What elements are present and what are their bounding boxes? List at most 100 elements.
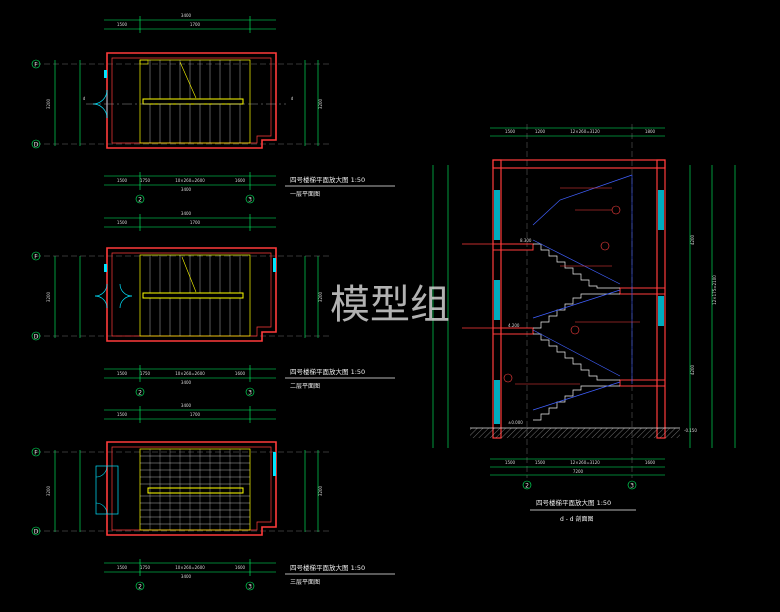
- plan2-axis-label-left: 2: [138, 390, 142, 397]
- plan2-wall-inner: [111, 252, 272, 337]
- plan2-wall-outline: [106, 247, 277, 342]
- section-stair-flight-lower-a: [533, 333, 620, 381]
- plan3-dim-top-seg1: 1500: [117, 412, 128, 417]
- plan3-dim-bottom-seg1: 1500: [117, 565, 128, 570]
- plan1-dim-bottom-seg3: 10×260=2600: [175, 178, 205, 183]
- section-axis-bubble-left: [522, 480, 532, 490]
- plan3-axis-label-left: 2: [138, 584, 142, 591]
- plan2-dim-bottom-seg1: 1500: [117, 371, 128, 376]
- section-landing-lower: [619, 379, 666, 387]
- plan1-dim-top-seg1: 1500: [117, 22, 128, 27]
- plan1-dim-top-seg2: 1700: [190, 22, 201, 27]
- plan2-dim-top-seg1: 1500: [117, 220, 128, 225]
- plan2-cut-line: [181, 256, 197, 293]
- plan2-door: [94, 258, 276, 309]
- section-level-outdoor: -0.150: [684, 428, 697, 433]
- section-dimension-lines: [432, 124, 736, 478]
- plan2-title: 四号楼梯平面放大图 1:50: [290, 367, 365, 376]
- plan1-stair-treads: [149, 60, 241, 143]
- plan1-axis-bubble-bottom: [31, 139, 41, 149]
- section-ground-hatch: [470, 428, 680, 438]
- plan2-dim-side-left: 3200: [46, 291, 51, 302]
- plan3-dim-side-left: 3200: [46, 485, 51, 496]
- section-stair-flight-lower-b: [533, 385, 620, 421]
- plan3-title: 四号楼梯平面放大图 1:50: [290, 563, 365, 572]
- plan-first-floor: 3400 1500 1700 1500 1750 10×260=2600 160…: [31, 13, 395, 204]
- plan3-dim-bottom-seg3: 10×260=2600: [175, 565, 205, 570]
- plan2-dim-bottom-total: 3400: [181, 380, 192, 385]
- section-dim-bottom-seg2: 1500: [535, 460, 546, 465]
- plan1-door: [92, 70, 108, 119]
- section-window-right-upper: [658, 190, 664, 230]
- section-window-right-mid: [658, 296, 664, 326]
- plan1-title: 四号楼梯平面放大图 1:50: [290, 175, 365, 184]
- plan1-column-left: [139, 59, 149, 65]
- plan3-wall-outline: [106, 441, 277, 536]
- section-dim-top-seg4: 1800: [645, 129, 656, 134]
- plan3-wall-inner: [111, 446, 272, 531]
- watermark-logo: 模型组: [330, 282, 450, 328]
- section-window-upper: [494, 190, 500, 240]
- plan3-dim-bottom-seg2: 1750: [140, 565, 151, 570]
- section-handrail-1: [532, 239, 621, 285]
- plan1-axis-label-left: 2: [138, 197, 142, 204]
- plan2-dim-top-seg2: 1700: [190, 220, 201, 225]
- plan2-dim-top-total: 3400: [181, 211, 192, 216]
- plan1-dim-bottom-seg4: 1600: [235, 178, 246, 183]
- plan1-handrail: [142, 98, 244, 105]
- section-level-8300: 8.300: [520, 238, 532, 243]
- plan1-section-mark-left: d: [83, 96, 86, 101]
- section-handrail-4: [532, 381, 621, 411]
- section-dim-bottom-total: 7200: [573, 469, 584, 474]
- plan2-axis-bubble-top: [31, 251, 41, 261]
- section-axis-label-left: 2: [525, 483, 529, 490]
- plan2-stair-outline: [139, 254, 251, 337]
- section-dim-top-seg3: 12×260=3120: [570, 129, 600, 134]
- plan2-dim-side-right: 3200: [318, 291, 323, 302]
- plan2-axis-bubble-right: [245, 387, 255, 397]
- section-dim-bottom-seg3: 12×260=3120: [570, 460, 600, 465]
- plan3-subtitle: 三层平面图: [290, 579, 320, 586]
- plan2-axis-bubble-bottom: [31, 331, 41, 341]
- plan3-dimension-lines: [35, 406, 330, 576]
- section-handrail-3: [532, 329, 621, 377]
- plan1-axis-label-bottom: D: [34, 142, 39, 149]
- section-axis-bubble-right: [627, 480, 637, 490]
- plan3-dim-side-right: 3200: [318, 485, 323, 496]
- plan1-stair-outline: [139, 59, 251, 144]
- section-title: 四号楼梯平面放大图 1:50: [536, 498, 611, 507]
- plan3-axis-bubble-top: [31, 447, 41, 457]
- section-roof-slab: [492, 159, 666, 169]
- section-level-4200: 4.200: [508, 323, 520, 328]
- plan1-dimension-lines: [35, 16, 330, 190]
- section-stair-flight-upper-a: [533, 243, 620, 289]
- plan1-cut-line: [179, 61, 197, 99]
- plan2-dim-bottom-seg3: 10×260=2600: [175, 371, 205, 376]
- plan1-dim-side-left: 3200: [46, 98, 51, 109]
- plan1-wall-inner: [111, 57, 272, 144]
- section-dim-top-seg2: 1200: [535, 129, 546, 134]
- plan2-axis-label-right: 3: [248, 390, 252, 397]
- plan2-stair-treads: [149, 255, 241, 336]
- plan2-subtitle: 二层平面图: [290, 383, 320, 390]
- section-dim-right-1: 4200: [690, 234, 695, 245]
- plan1-section-mark-right: d: [291, 96, 294, 101]
- plan1-dim-bottom-total: 3400: [181, 187, 192, 192]
- plan2-axis-label-top: F: [34, 254, 38, 261]
- plan3-dim-bottom-seg4: 1600: [235, 565, 246, 570]
- section-window-lower: [494, 380, 500, 424]
- plan-third-floor: 3400 1500 1700 1500 1750 10×260=2600 160…: [31, 403, 395, 591]
- plan1-dim-top-total: 3400: [181, 13, 192, 18]
- section-dim-bottom-seg1: 1500: [505, 460, 516, 465]
- plan3-dim-bottom-total: 3400: [181, 574, 192, 579]
- section-annotation-markers: [503, 187, 640, 385]
- plan3-stair-treads: [140, 449, 250, 530]
- section-level-0: ±0.000: [508, 420, 523, 425]
- section-handrail-2: [532, 289, 621, 319]
- plan2-dim-bottom-seg4: 1600: [235, 371, 246, 376]
- plan1-axis-label-top: F: [34, 62, 38, 69]
- section-stair-flight-upper-b: [533, 293, 620, 329]
- plan-second-floor: 3400 1500 1700 1500 1750 10×260=2600 160…: [31, 211, 395, 397]
- plan1-axis-bubble-left: [135, 194, 145, 204]
